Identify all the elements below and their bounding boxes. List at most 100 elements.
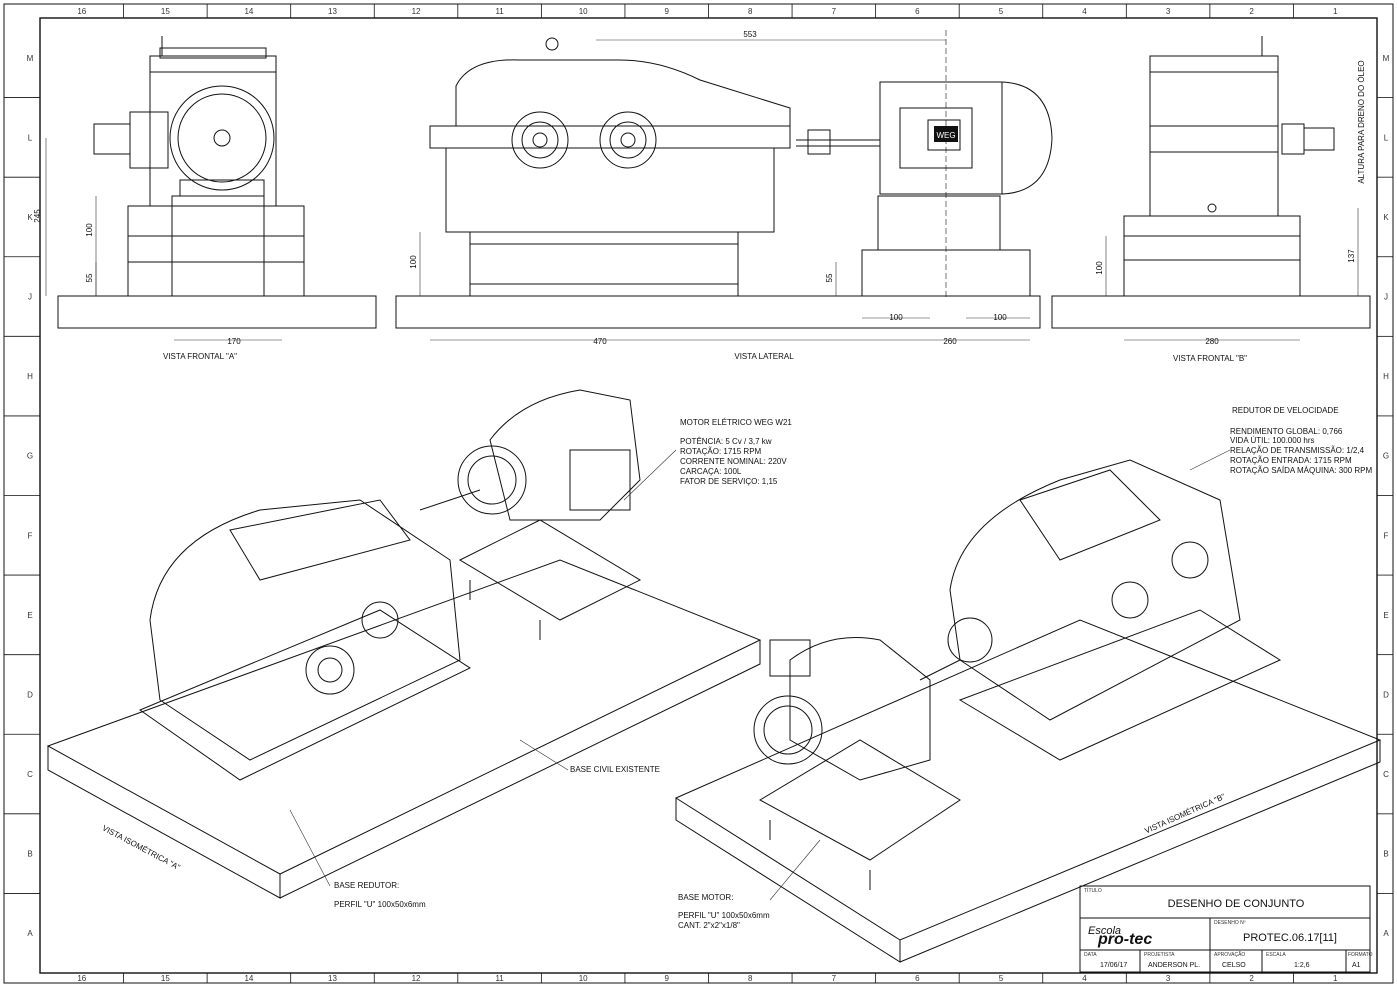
grid-column-label-bottom: 3 xyxy=(1166,974,1171,983)
leader-lines xyxy=(289,449,1231,901)
grid-column-label-bottom: 8 xyxy=(748,974,753,983)
dim-280: 280 xyxy=(1205,337,1219,346)
motor-notes: MOTOR ELÉTRICO WEG W21 POTÊNCIA: 5 Cv / … xyxy=(680,418,792,486)
reducer-note-line: ROTAÇÃO ENTRADA: 1715 RPM xyxy=(1230,456,1352,465)
grid-row-label-right: F xyxy=(1384,531,1389,540)
reducer-note-line: RELAÇÃO DE TRANSMISSÃO: 1/2,4 xyxy=(1230,446,1365,455)
reducer-note-line: VIDA ÚTIL: 100.000 hrs xyxy=(1230,436,1315,445)
dim-100-side-left: 100 xyxy=(889,313,903,322)
grid-row-label-left: K xyxy=(27,213,33,222)
grid-column-label-bottom: 11 xyxy=(495,974,504,983)
dim-470: 470 xyxy=(593,337,607,346)
reducer-note-line: RENDIMENTO GLOBAL: 0,766 xyxy=(1230,427,1343,436)
grid-reference-marks: 1616151514141313121211111010998877665544… xyxy=(4,4,1393,983)
isometric-view-b xyxy=(674,459,1382,963)
tb-format-label: FORMATO xyxy=(1348,952,1373,958)
tb-scale: 1:2,6 xyxy=(1294,962,1310,969)
grid-row-label-right: L xyxy=(1384,133,1389,142)
front-view-a xyxy=(57,36,377,329)
grid-column-label-top: 7 xyxy=(832,7,837,16)
grid-column-label-top: 1 xyxy=(1333,7,1338,16)
tb-format: A1 xyxy=(1352,962,1361,969)
motor-note-line: CARCAÇA: 100L xyxy=(680,467,742,476)
dim-100-side: 100 xyxy=(409,255,418,269)
tb-scale-label: ESCALA xyxy=(1266,952,1286,958)
note-base-reducer-title: BASE REDUTOR: xyxy=(334,881,399,890)
grid-row-label-left: C xyxy=(27,770,33,779)
sheet-inner-border xyxy=(39,17,1378,974)
label-vista-isometrica-b: VISTA ISOMÉTRICA "B" xyxy=(1143,792,1226,836)
grid-column-label-top: 13 xyxy=(328,7,337,16)
label-vista-frontal-b: VISTA FRONTAL "B" xyxy=(1173,354,1247,363)
grid-column-label-bottom: 5 xyxy=(999,974,1004,983)
label-vista-frontal-a: VISTA FRONTAL "A" xyxy=(163,352,237,361)
grid-column-label-top: 11 xyxy=(495,7,504,16)
weg-logo-text: WEG xyxy=(936,131,955,140)
note-base-motor-title: BASE MOTOR: xyxy=(678,893,733,902)
grid-row-label-right: C xyxy=(1383,770,1389,779)
grid-column-label-bottom: 6 xyxy=(915,974,920,983)
side-view xyxy=(395,30,1053,329)
grid-row-label-right: H xyxy=(1383,372,1389,381)
grid-column-label-top: 8 xyxy=(748,7,753,16)
dim-260: 260 xyxy=(943,337,957,346)
label-vista-isometrica-a: VISTA ISOMÉTRICA "A" xyxy=(101,823,182,872)
note-oil-drain-height: ALTURA PARA DRENO DO ÓLEO xyxy=(1357,60,1366,183)
grid-row-label-left: D xyxy=(27,690,33,699)
grid-column-label-bottom: 10 xyxy=(579,974,588,983)
tb-drawing-label: DESENHO Nº xyxy=(1214,920,1246,926)
sheet-outer-border xyxy=(3,3,1394,984)
grid-column-label-bottom: 13 xyxy=(328,974,337,983)
dim-100-front-b: 100 xyxy=(1095,261,1104,275)
dim-553: 553 xyxy=(743,30,757,39)
tb-logo-main: pro-tec xyxy=(1097,931,1152,948)
note-base-reducer-line: PERFIL "U" 100x50x6mm xyxy=(334,900,426,909)
grid-row-label-right: K xyxy=(1383,213,1389,222)
motor-note-line: FATOR DE SERVIÇO: 1,15 xyxy=(680,477,778,486)
grid-row-label-left: F xyxy=(28,531,33,540)
grid-row-label-left: B xyxy=(27,850,32,859)
grid-column-label-bottom: 14 xyxy=(244,974,253,983)
tb-designer: ANDERSON PL. xyxy=(1148,962,1200,969)
grid-column-label-top: 3 xyxy=(1166,7,1171,16)
grid-row-label-left: M xyxy=(27,54,34,63)
weg-logo-badge xyxy=(934,126,958,142)
grid-column-label-bottom: 4 xyxy=(1082,974,1087,983)
grid-column-label-bottom: 1 xyxy=(1333,974,1338,983)
tb-drawing-number: PROTEC.06.17[11] xyxy=(1243,932,1337,944)
grid-row-label-right: B xyxy=(1383,850,1388,859)
motor-note-title: MOTOR ELÉTRICO WEG W21 xyxy=(680,418,792,427)
dim-55-front-a: 55 xyxy=(85,273,94,282)
motor-note-line: ROTAÇÃO: 1715 RPM xyxy=(680,447,762,456)
tb-designer-label: PROJETISTA xyxy=(1144,952,1175,958)
grid-row-label-right: M xyxy=(1383,54,1390,63)
grid-column-label-bottom: 16 xyxy=(77,974,86,983)
dim-170: 170 xyxy=(227,337,241,346)
tb-title: DESENHO DE CONJUNTO xyxy=(1168,898,1305,910)
grid-column-label-bottom: 12 xyxy=(412,974,421,983)
reducer-note-title: REDUTOR DE VELOCIDADE xyxy=(1232,406,1339,415)
grid-column-label-bottom: 7 xyxy=(832,974,837,983)
grid-column-label-top: 6 xyxy=(915,7,920,16)
reducer-note-line: ROTAÇÃO SAÍDA MÁQUINA: 300 RPM xyxy=(1230,466,1372,475)
grid-column-label-top: 10 xyxy=(579,7,588,16)
tb-logo-script: Escola xyxy=(1088,925,1121,937)
front-view-b xyxy=(1051,36,1371,329)
grid-column-label-top: 14 xyxy=(244,7,253,16)
grid-row-label-right: E xyxy=(1383,611,1388,620)
dim-245: 245 xyxy=(33,209,42,223)
grid-row-label-left: A xyxy=(27,929,33,938)
dim-100-front-a: 100 xyxy=(85,223,94,237)
grid-row-label-right: J xyxy=(1384,293,1388,302)
tb-approved: CELSO xyxy=(1222,962,1246,969)
grid-column-label-top: 5 xyxy=(999,7,1004,16)
dim-55-side: 55 xyxy=(825,273,834,282)
grid-row-label-left: G xyxy=(27,452,33,461)
grid-row-label-right: D xyxy=(1383,690,1389,699)
grid-column-label-top: 15 xyxy=(161,7,170,16)
isometric-view-a xyxy=(46,389,762,899)
title-block xyxy=(1079,885,1371,973)
dim-100-side-right: 100 xyxy=(993,313,1007,322)
grid-column-label-top: 16 xyxy=(77,7,86,16)
grid-row-label-left: J xyxy=(28,293,32,302)
